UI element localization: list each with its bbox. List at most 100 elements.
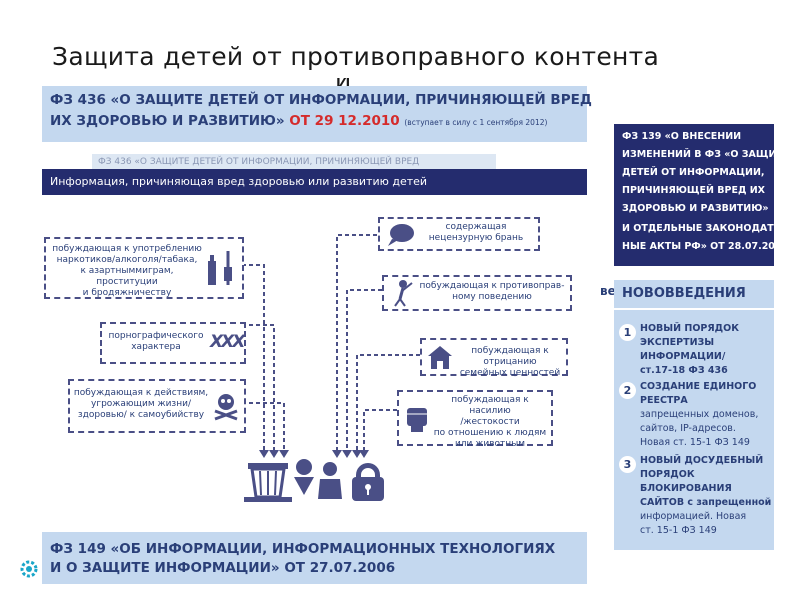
arrow-right-3 bbox=[352, 450, 362, 458]
novation-1-l1: НОВЫЙ ПОРЯДОК bbox=[640, 323, 739, 334]
law-139-l5: ЗДОРОВЬЮ И РАЗВИТИЮ» bbox=[622, 203, 769, 214]
diagram-panel: побуждающая к употреблению наркотиков/ал… bbox=[42, 195, 587, 520]
harm-box-profanity: содержащая нецензурную брань bbox=[378, 217, 540, 251]
ghost-banner-text: ФЗ 436 «О ЗАЩИТЕ ДЕТЕЙ ОТ ИНФОРМАЦИИ, ПР… bbox=[98, 157, 420, 167]
harmful-info-header: Информация, причиняющая вред здоровью ил… bbox=[42, 169, 587, 195]
arrow-right-4 bbox=[359, 450, 369, 458]
skull-icon bbox=[214, 394, 238, 421]
slide-title-cut: и bbox=[335, 78, 365, 88]
harm-box-suicide: побуждающая к действиям, угрожающим жизн… bbox=[68, 379, 246, 433]
novation-3-l3: САЙТОВ с запрещенной bbox=[640, 497, 772, 508]
novation-3-number: 3 bbox=[619, 456, 636, 473]
harm-box-profanity-l2: нецензурную брань bbox=[428, 233, 524, 243]
harm-box-suicide-l3: здоровью/ к самоубийству bbox=[77, 410, 205, 420]
harm-box-drugs-l2: наркотиков/алкоголя/табака, bbox=[56, 255, 198, 265]
law-436-line1: ФЗ 436 «О ЗАЩИТЕ ДЕТЕЙ ОТ ИНФОРМАЦИИ, ПР… bbox=[50, 92, 592, 108]
novation-1-l3: ст.17-18 ФЗ 436 bbox=[640, 365, 728, 376]
person-icon bbox=[394, 280, 413, 307]
arrow-left-3 bbox=[279, 450, 289, 458]
harm-box-family-l1: побуждающая к отрицанию bbox=[471, 346, 549, 367]
law-139-l7: НЫЕ АКТЫ РФ» ОТ 28.07.2012 bbox=[622, 241, 789, 252]
harm-box-violence: побуждающая к насилию /жестокости по отн… bbox=[397, 390, 553, 449]
law-436-line2-a: ИХ ЗДОРОВЬЮ И РАЗВИТИЮ» bbox=[50, 113, 285, 129]
connector-left-1 bbox=[242, 264, 265, 450]
novation-3-l5: ст. 15-1 ФЗ 149 bbox=[640, 525, 717, 536]
harm-box-violence-l1: побуждающая к насилию bbox=[451, 395, 529, 416]
connector-left-3 bbox=[242, 402, 285, 450]
novation-2-number: 2 bbox=[619, 382, 636, 399]
harm-box-violence-l4: или животным bbox=[454, 439, 526, 449]
bottle-syringe-icon bbox=[208, 251, 232, 285]
law-139-l1: ФЗ 139 «О ВНЕСЕНИИ bbox=[622, 131, 742, 142]
trash-basket-icon bbox=[244, 463, 292, 502]
novation-1-number: 1 bbox=[619, 324, 636, 341]
law-139-l2: ИЗМЕНЕНИЙ В ФЗ «О ЗАЩИТЕ bbox=[622, 149, 790, 160]
harm-box-porn-l2: характера bbox=[131, 342, 181, 352]
harm-box-profanity-l1: содержащая bbox=[445, 222, 507, 232]
child-girl-icon bbox=[318, 462, 342, 499]
connector-lines bbox=[242, 234, 420, 458]
novations-prefix: ве bbox=[600, 284, 616, 298]
novation-3-l4: информацией. Новая bbox=[640, 511, 747, 522]
novations-title: НОВОВВЕДЕНИЯ bbox=[622, 286, 746, 301]
law-139-box: ФЗ 139 «О ВНЕСЕНИИ ИЗМЕНЕНИЙ В ФЗ «О ЗАЩ… bbox=[614, 124, 799, 266]
novation-2: СОЗДАНИЕ ЕДИНОГО РЕЕСТРА запрещенных дом… bbox=[640, 380, 774, 450]
arrow-left-2 bbox=[269, 450, 279, 458]
connector-right-2 bbox=[346, 289, 382, 450]
novations-header: НОВОВВЕДЕНИЯ bbox=[614, 280, 774, 308]
arrow-right-2 bbox=[342, 450, 352, 458]
law-149-line2: И О ЗАЩИТЕ ИНФОРМАЦИИ» ОТ 27.07.2006 bbox=[50, 560, 396, 576]
novation-3: НОВЫЙ ДОСУДЕБНЫЙ ПОРЯДОК БЛОКИРОВАНИЯ СА… bbox=[640, 454, 774, 538]
harm-box-suicide-l2: угрожающим жизни/ bbox=[91, 399, 191, 409]
family-icon bbox=[428, 346, 452, 369]
fist-icon bbox=[407, 408, 427, 432]
novation-1: НОВЫЙ ПОРЯДОК ЭКСПЕРТИЗЫ ИНФОРМАЦИИ/ ст.… bbox=[640, 322, 774, 378]
connector-right-1 bbox=[336, 234, 377, 450]
harm-box-porn-l1: порнографического bbox=[108, 331, 204, 341]
law-139-l3: ДЕТЕЙ ОТ ИНФОРМАЦИИ, bbox=[622, 167, 765, 178]
speech-bubble-icon bbox=[388, 224, 414, 246]
law-436-effective: (вступает в силу с 1 сентября 2012) bbox=[404, 118, 548, 127]
law-436-banner: ФЗ 436 «О ЗАЩИТЕ ДЕТЕЙ ОТ ИНФОРМАЦИИ, ПР… bbox=[42, 86, 592, 142]
novation-2-l1: СОЗДАНИЕ ЕДИНОГО РЕЕСТРА bbox=[640, 381, 757, 406]
filter-icons bbox=[244, 459, 384, 502]
law-149-line1: ФЗ 149 «ОБ ИНФОРМАЦИИ, ИНФОРМАЦИОННЫХ ТЕ… bbox=[50, 541, 556, 557]
novation-2-l2: запрещенных доменов, bbox=[640, 409, 759, 420]
harm-box-drugs: побуждающая к употреблению наркотиков/ал… bbox=[44, 237, 244, 299]
harm-box-violence-l3: по отношению к людям bbox=[433, 428, 547, 438]
law-139-l6: И ОТДЕЛЬНЫЕ ЗАКОНОДАТЕЛЬ- bbox=[622, 223, 800, 234]
novation-2-l3: сайтов, IP-адресов. bbox=[640, 423, 736, 434]
arrow-left-1 bbox=[259, 450, 269, 458]
harm-box-drugs-l1: побуждающая к употреблению bbox=[52, 244, 202, 254]
novations-list: 1 НОВЫЙ ПОРЯДОК ЭКСПЕРТИЗЫ ИНФОРМАЦИИ/ с… bbox=[614, 310, 774, 550]
connector-left-2 bbox=[242, 324, 275, 450]
novation-1-l2: ЭКСПЕРТИЗЫ ИНФОРМАЦИИ/ bbox=[640, 337, 726, 362]
gear-logo-icon bbox=[20, 560, 38, 578]
harmful-info-header-text: Информация, причиняющая вред здоровью ил… bbox=[50, 175, 428, 188]
harm-box-family: побуждающая к отрицанию семейных ценност… bbox=[420, 338, 568, 378]
law-139-l4: ПРИЧИНЯЮЩЕЙ ВРЕД ИХ bbox=[622, 185, 765, 196]
law-436-date: ОТ 29 12.2010 bbox=[289, 113, 400, 129]
slide-title: Защита детей от противоправного контента bbox=[52, 42, 660, 71]
lock-icon bbox=[352, 463, 384, 501]
harm-box-illegal-l1: побуждающая к противоправ- bbox=[419, 281, 565, 291]
law-436-line2: ИХ ЗДОРОВЬЮ И РАЗВИТИЮ» ОТ 29 12.2010 (в… bbox=[50, 113, 547, 129]
harm-box-illegal-l2: ному поведению bbox=[452, 292, 532, 302]
connector-right-3 bbox=[356, 354, 420, 450]
law-149-banner: ФЗ 149 «ОБ ИНФОРМАЦИИ, ИНФОРМАЦИОННЫХ ТЕ… bbox=[42, 532, 587, 584]
arrow-right-1 bbox=[332, 450, 342, 458]
novation-3-l2: ПОРЯДОК БЛОКИРОВАНИЯ bbox=[640, 469, 732, 494]
novation-2-l4: Новая ст. 15-1 ФЗ 149 bbox=[640, 437, 750, 448]
harm-box-illegal: побуждающая к противоправ- ному поведени… bbox=[382, 275, 572, 311]
harm-box-suicide-l1: побуждающая к действиям, bbox=[73, 388, 209, 398]
harm-box-family-l2: семейных ценностей bbox=[459, 368, 561, 378]
harm-box-violence-l2: /жестокости bbox=[460, 417, 520, 427]
child-icon bbox=[294, 459, 314, 495]
harm-box-drugs-l4: и бродяжничеству bbox=[82, 288, 172, 298]
novation-3-l1: НОВЫЙ ДОСУДЕБНЫЙ bbox=[640, 455, 764, 466]
harm-box-porn: порнографического характера XXX bbox=[100, 322, 246, 364]
ghost-banner: ФЗ 436 «О ЗАЩИТЕ ДЕТЕЙ ОТ ИНФОРМАЦИИ, ПР… bbox=[92, 154, 496, 172]
xxx-icon: XXX bbox=[210, 332, 245, 352]
connector-right-4 bbox=[363, 409, 397, 450]
harm-box-drugs-l3: к азартныммиграм, проституции bbox=[80, 266, 174, 287]
